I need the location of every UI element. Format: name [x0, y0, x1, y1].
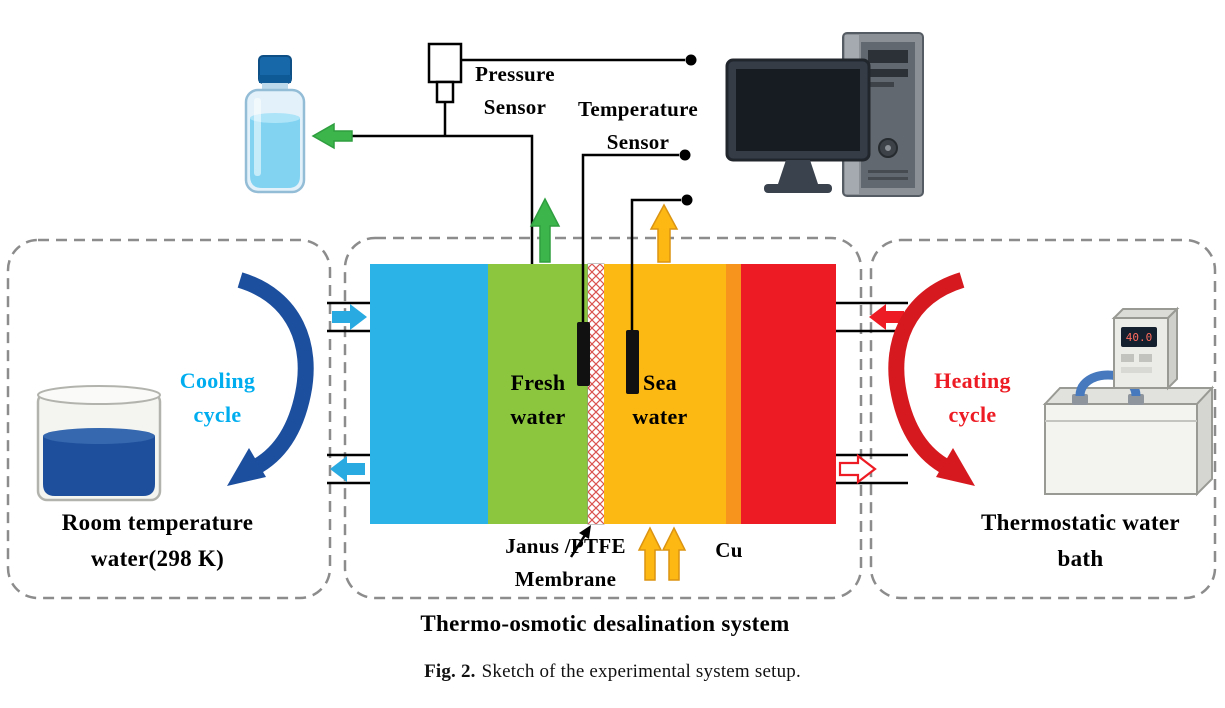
- cooling-cycle-label: Cooling cycle: [160, 364, 275, 432]
- cu-label: Cu: [715, 538, 743, 562]
- freshwater-outlet-tube: [351, 102, 534, 264]
- hot-outlet-pipe: [836, 453, 908, 485]
- hot-inlet-arrow: [869, 304, 904, 330]
- sea-water-label: Sea water: [604, 366, 716, 434]
- system-title: Thermo-osmotic desalination system: [420, 611, 790, 636]
- heating-cycle-label-line1: Heating: [934, 368, 1011, 393]
- temperature-probe-sea-icon: [626, 330, 639, 394]
- fresh-water-channel: [488, 264, 588, 524]
- pressure-sensor-label-line2: Sensor: [483, 94, 547, 119]
- sea-water-label-line2: water: [632, 404, 688, 430]
- cooling-cycle-label-line2: cycle: [193, 402, 242, 428]
- cooling-loop-region: [6, 238, 332, 600]
- figure-caption-label: Fig. 2.: [424, 661, 476, 682]
- figure-caption-text: Sketch of the experimental system setup.: [481, 661, 801, 682]
- room-temperature-water-label-line1: Room temperature: [61, 510, 254, 535]
- hot-water-channel: [741, 264, 836, 524]
- cold-outlet-pipe: [327, 453, 370, 485]
- fresh-water-label-line2: water: [510, 404, 566, 430]
- water-bath-icon: 40.0: [1042, 306, 1215, 497]
- bath-display-value: 40.0: [1126, 331, 1153, 344]
- cold-inlet-pipe: [327, 301, 370, 333]
- fresh-water-label-line1: Fresh: [510, 370, 566, 395]
- temperature-sensor-label-line2: Sensor: [606, 129, 670, 154]
- desalination-cell-region: [343, 236, 863, 600]
- membrane-pointer-arrow: [569, 525, 591, 558]
- beaker-icon: [36, 385, 162, 502]
- sea-water-label-line1: Sea: [643, 370, 677, 395]
- freshwater-up-arrow: [529, 197, 561, 263]
- sea-water-channel: [604, 264, 726, 524]
- seawater-up-arrow: [649, 203, 679, 263]
- bath-display: [1121, 327, 1157, 347]
- collection-bottle-icon: [244, 55, 306, 194]
- cooling-cycle-arrow: [227, 272, 314, 486]
- hot-outlet-arrow: [838, 453, 877, 485]
- temperature-sensor-label: Temperature Sensor: [558, 93, 718, 158]
- cold-water-channel: [370, 264, 488, 524]
- cu-plate-strip: [726, 264, 741, 524]
- pressure-sensor-label: Pressure Sensor: [455, 58, 575, 123]
- heating-cycle-label-line2: cycle: [948, 402, 997, 428]
- temp-sensor-wire-2: [630, 198, 681, 330]
- room-temperature-water-label-line2: water(298 K): [90, 545, 225, 571]
- connector-dot-pressure: [685, 54, 697, 66]
- figure-caption: Fig. 2.Sketch of the experimental system…: [0, 661, 1225, 683]
- cooling-cycle-label-line1: Cooling: [179, 368, 256, 393]
- cold-outlet-arrow: [330, 456, 365, 482]
- connector-dot-temp1: [679, 149, 691, 161]
- freshwater-to-bottle-arrow: [311, 122, 353, 150]
- seawater-feed-arrow-1: [637, 526, 663, 581]
- membrane-label-line2: Membrane: [514, 566, 617, 591]
- temperature-probe-fresh-icon: [577, 322, 590, 386]
- heating-loop-region: [869, 238, 1217, 600]
- temperature-sensor-label-line1: Temperature: [578, 97, 698, 121]
- pressure-sensor-icon: [427, 42, 463, 104]
- computer-monitor-icon: [725, 58, 871, 193]
- room-temperature-water-label: Room temperature water(298 K): [5, 505, 310, 576]
- cold-inlet-arrow: [332, 304, 367, 330]
- fresh-water-label: Fresh water: [488, 366, 588, 434]
- pressure-sensor-label-line1: Pressure: [475, 62, 555, 86]
- heating-cycle-label: Heating cycle: [915, 364, 1030, 432]
- thermostatic-bath-label-line2: bath: [1057, 545, 1104, 571]
- thermostatic-bath-label-line1: Thermostatic water: [981, 510, 1180, 535]
- thermostatic-bath-label: Thermostatic water bath: [953, 505, 1208, 576]
- temp-sensor-wire-1: [581, 153, 679, 322]
- membrane-label-line1: Janus /PTFE: [505, 534, 626, 558]
- membrane-strip: [588, 264, 604, 524]
- heating-cycle-arrow: [888, 272, 975, 486]
- connector-dot-temp2: [681, 194, 693, 206]
- seawater-feed-arrow-2: [661, 526, 687, 581]
- membrane-label: Janus /PTFE Membrane: [488, 530, 643, 595]
